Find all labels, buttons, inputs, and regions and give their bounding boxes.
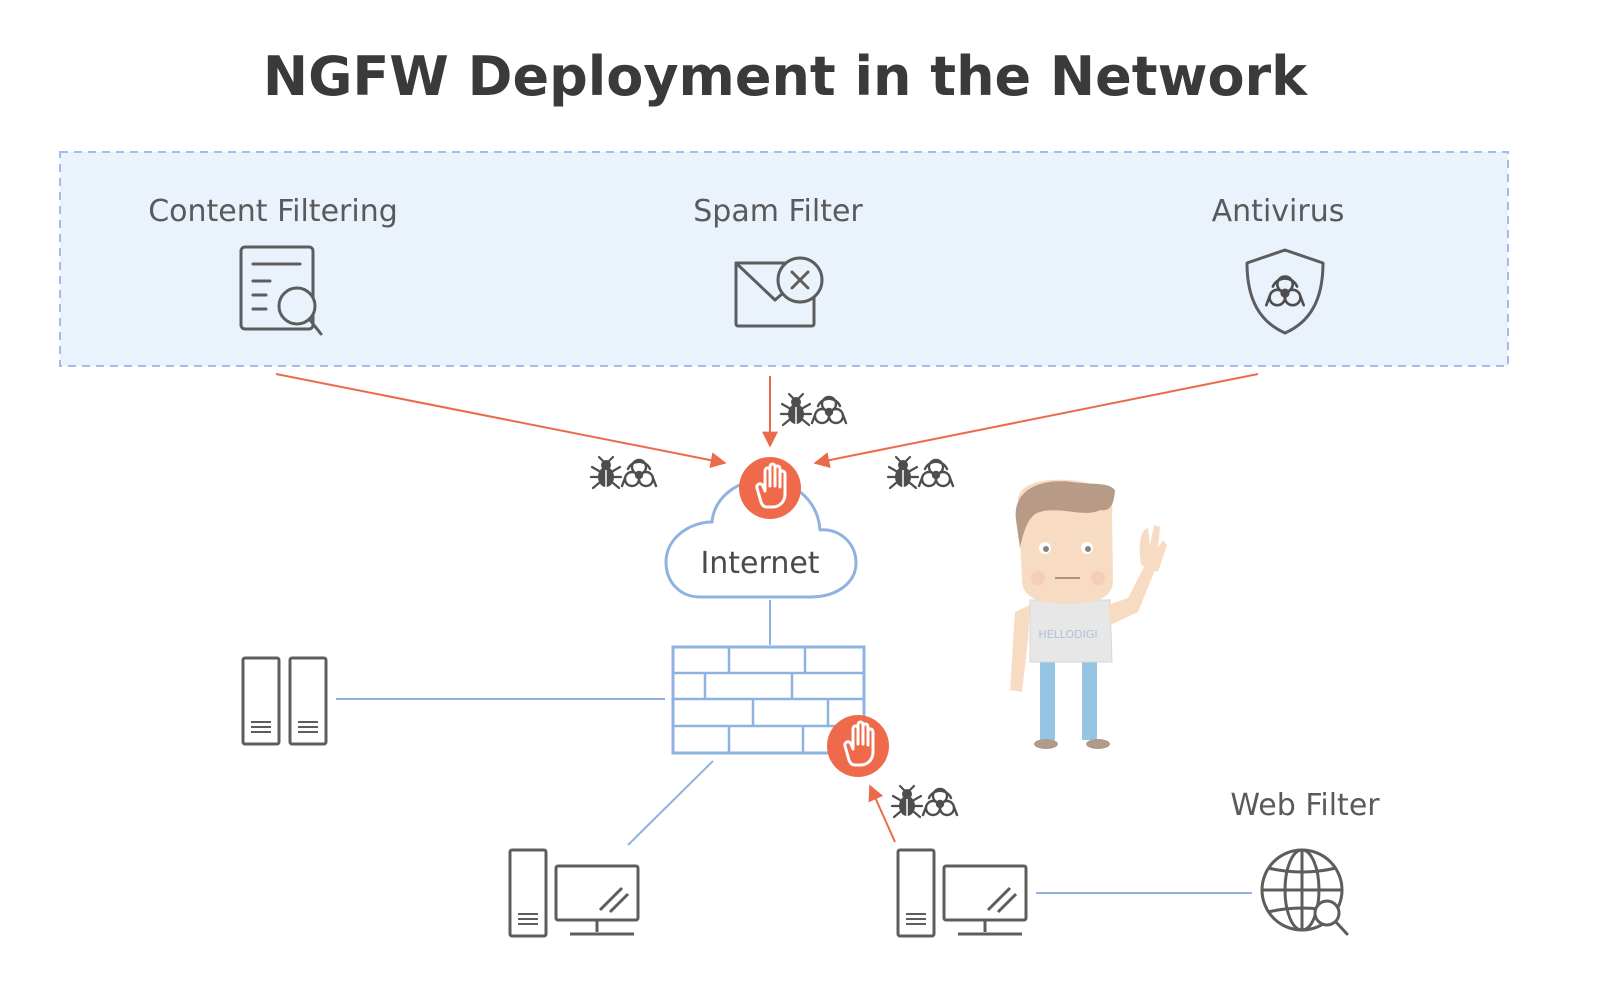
antivirus-label: Antivirus bbox=[1212, 194, 1345, 229]
server-rack-icon bbox=[241, 656, 328, 746]
firewall-workstation-link bbox=[627, 760, 714, 846]
internet-block-hand-icon bbox=[737, 455, 803, 521]
content-filter-threat-arrow bbox=[275, 373, 727, 469]
workstation-threat-arrow bbox=[868, 784, 896, 843]
globe-search-icon bbox=[1260, 848, 1349, 936]
firewall-block-hand-icon bbox=[825, 713, 891, 779]
content-filtering-label: Content Filtering bbox=[148, 194, 398, 229]
antivirus-shield-icon bbox=[1245, 248, 1325, 335]
internet-label: Internet bbox=[700, 546, 819, 581]
threat-icons-bottom bbox=[892, 786, 957, 817]
diagram-title: NGFW Deployment in the Network bbox=[263, 45, 1308, 108]
web-filter-label: Web Filter bbox=[1230, 788, 1380, 823]
internet-cloud: Internet bbox=[664, 478, 858, 599]
spam-filter-label: Spam Filter bbox=[693, 194, 863, 229]
threat-icons-top bbox=[781, 394, 846, 425]
mascot-shirt-text: HELLODIGI bbox=[1038, 628, 1097, 641]
antivirus-threat-arrow bbox=[813, 373, 1259, 469]
workstation-left-icon bbox=[510, 850, 638, 936]
document-search-icon bbox=[239, 245, 323, 336]
spam-mail-icon bbox=[734, 256, 824, 328]
threat-icons-right bbox=[888, 457, 953, 488]
threat-icons-left bbox=[591, 457, 656, 488]
workstation-right-icon bbox=[898, 850, 1026, 936]
mascot-character: HELLODIGI bbox=[1010, 479, 1167, 749]
